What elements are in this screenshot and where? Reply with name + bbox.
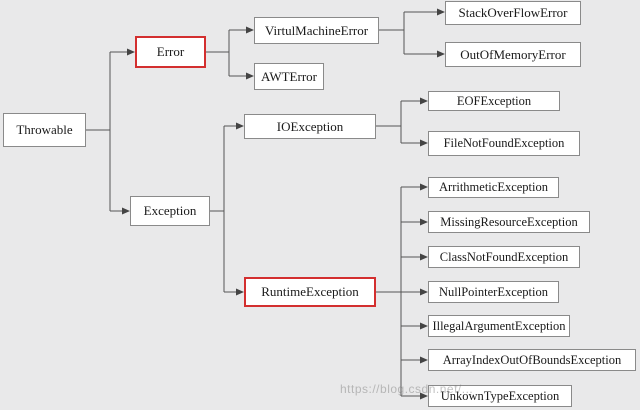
edge-runtime-children (376, 183, 428, 400)
node-null-pointer-exception: NullPointerException (428, 281, 559, 303)
node-io-exception: IOException (244, 114, 376, 139)
node-runtime-exception: RuntimeException (244, 277, 376, 307)
node-eof-exception: EOFException (428, 91, 560, 111)
node-illegal-argument-exception: IllegalArgumentException (428, 315, 570, 337)
edge-exception-children (210, 122, 244, 296)
node-error: Error (135, 36, 206, 68)
node-array-index-out-of-bounds-exception: ArrayIndexOutOfBoundsException (428, 349, 636, 371)
edge-ioexception-children (376, 97, 428, 147)
node-class-not-found-exception: ClassNotFoundException (428, 246, 580, 268)
node-throwable: Throwable (3, 113, 86, 147)
edge-throwable-children (86, 48, 135, 215)
node-arithmetic-exception: ArrithmeticException (428, 177, 559, 198)
edge-vmerror-children (379, 8, 445, 58)
node-stack-overflow-error: StackOverFlowError (445, 1, 581, 25)
edge-error-children (206, 26, 254, 80)
node-exception: Exception (130, 196, 210, 226)
node-out-of-memory-error: OutOfMemoryError (445, 42, 581, 67)
node-file-not-found-exception: FileNotFoundException (428, 131, 580, 156)
watermark: https://blog.csdn.net/... (340, 382, 474, 396)
node-missing-resource-exception: MissingResourceException (428, 211, 590, 233)
node-virtual-machine-error: VirtulMachineError (254, 17, 379, 44)
node-awt-error: AWTError (254, 63, 324, 90)
node-unkown-type-exception: UnkownTypeException (428, 385, 572, 407)
